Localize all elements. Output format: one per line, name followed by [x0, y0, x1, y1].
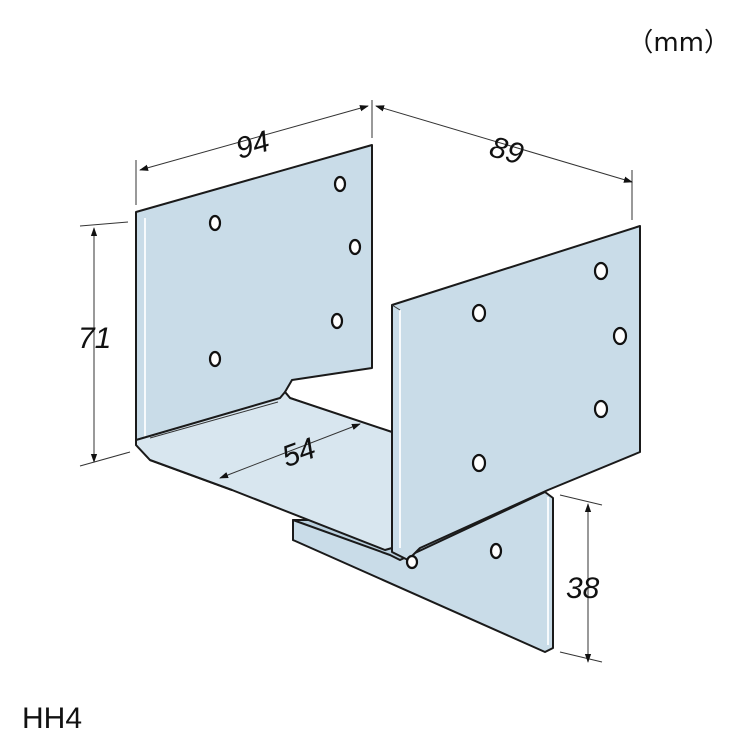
dim-label-71: 71: [78, 322, 111, 355]
dimension-71: 71: [78, 221, 131, 467]
nail-hole: [330, 312, 344, 330]
dim-label-94: 94: [232, 125, 273, 166]
dimension-38: 38: [559, 494, 603, 663]
nail-hole: [593, 261, 609, 281]
nail-hole: [593, 399, 609, 419]
lower-flange-plate: [292, 491, 554, 653]
right-side-plate: [391, 225, 641, 561]
right-plate-holes: [471, 261, 628, 473]
dim-label-38: 38: [566, 572, 600, 605]
flange-holes: [405, 542, 503, 570]
nail-hole: [612, 326, 628, 346]
nail-hole: [471, 303, 487, 323]
unit-label: （mm）: [627, 28, 730, 58]
nail-hole: [208, 214, 222, 232]
dim-label-89: 89: [486, 130, 527, 171]
nail-hole: [489, 542, 503, 560]
model-label: HH4: [22, 702, 83, 735]
right-plate-corner: [391, 304, 401, 311]
nail-hole: [405, 554, 419, 570]
seat-fold-line: [149, 401, 279, 439]
nail-hole: [333, 175, 347, 193]
nail-hole: [348, 238, 362, 256]
dimension-89: 89: [375, 105, 633, 220]
nail-hole: [471, 453, 487, 473]
left-plate-holes: [208, 175, 362, 368]
nail-hole: [208, 350, 222, 368]
